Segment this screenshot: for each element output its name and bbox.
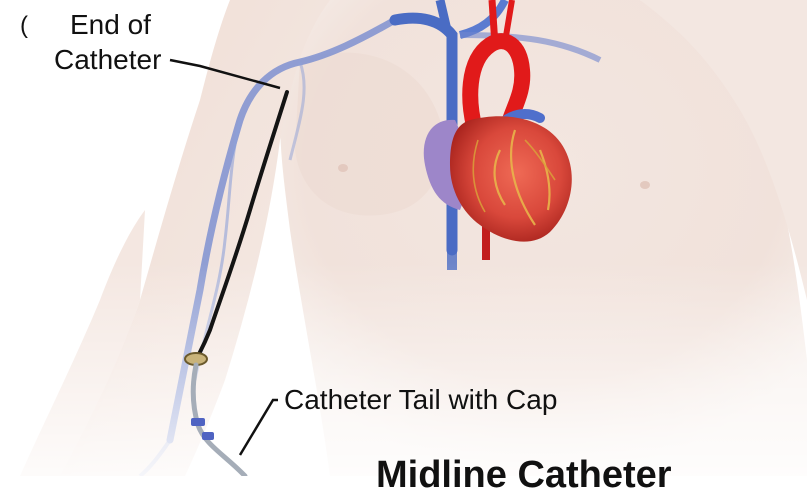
catheter-clamp [191, 418, 205, 426]
end-of-catheter-label-line1: End of [70, 9, 151, 40]
catheter-tail-label: Catheter Tail with Cap [284, 384, 557, 415]
diagram-canvas: ( End of Catheter Catheter Tail with Cap… [0, 0, 807, 476]
catheter-clamp-2 [202, 432, 214, 440]
diagram-title: Midline Catheter [376, 455, 672, 495]
end-of-catheter-label-line2: Catheter [54, 44, 161, 75]
left-edge-glyph: ( [20, 13, 28, 39]
